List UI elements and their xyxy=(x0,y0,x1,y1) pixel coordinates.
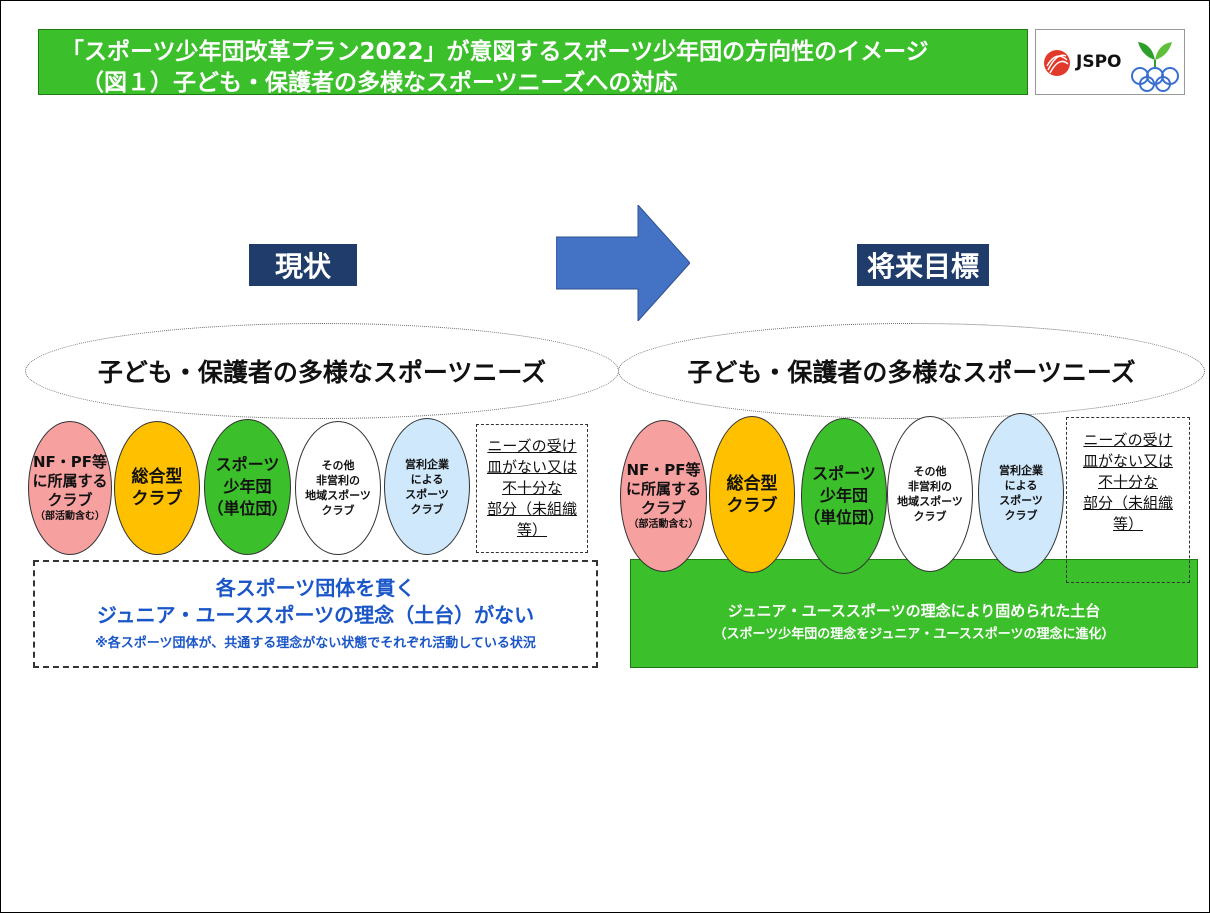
future-gap-box: ニーズの受け 皿がない又は 不十分な 部分（未組織 等） xyxy=(1066,417,1190,583)
future-label: 将来目標 xyxy=(857,244,989,286)
jspo-flame-icon xyxy=(1044,50,1070,76)
club-sublabel: （部活動含む） xyxy=(34,510,105,522)
current-needs-ellipse: 子ども・保護者の多様なスポーツニーズ xyxy=(25,323,619,419)
future-needs-ellipse: 子ども・保護者の多様なスポーツニーズ xyxy=(618,323,1205,419)
current-base-box: 各スポーツ団体を貫く ジュニア・ユーススポーツの理念（土台）がない ※各スポーツ… xyxy=(33,560,598,668)
title-line-1: 「スポーツ少年団改革プラン2022」が意図するスポーツ少年団の方向性のイメージ xyxy=(61,39,929,65)
current-label: 現状 xyxy=(249,244,357,286)
sprout-rings-icon xyxy=(1131,42,1179,92)
gap-text: ニーズの受け 皿がない又は 不十分な 部分（未組織 等） xyxy=(1082,430,1173,533)
club-sublabel: （部活動含む） xyxy=(628,518,699,530)
jspo-logo: JSPO xyxy=(1035,29,1185,95)
current-base-line-1: 各スポーツ団体を貫く xyxy=(215,576,416,600)
club-label: その他 非営利の 地域スポーツ クラブ xyxy=(897,465,963,523)
current-club-sogo: 総合型 クラブ xyxy=(114,421,200,555)
current-base-note: ※各スポーツ団体が、共通する理念がない状態でそれぞれ活動している状況 xyxy=(95,636,536,651)
current-gap-box: ニーズの受け 皿がない又は 不十分な 部分（未組織 等） xyxy=(476,424,588,553)
club-label: スポーツ 少年団 （単位団） xyxy=(803,464,884,527)
future-base-line-2: （スポーツ少年団の理念をジュニア・ユーススポーツの理念に進化） xyxy=(713,627,1115,642)
club-label: 総合型 クラブ xyxy=(726,473,778,516)
future-club-shonendan: スポーツ 少年団 （単位団） xyxy=(801,418,887,574)
future-base-line-1: ジュニア・ユーススポーツの理念により固められた土台 xyxy=(727,602,1101,620)
club-label: その他 非営利の 地域スポーツ クラブ xyxy=(305,459,371,517)
future-club-sogo: 総合型 クラブ xyxy=(709,416,795,573)
future-club-nf-pf: NF・PF等 に所属する クラブ（部活動含む） xyxy=(620,420,707,572)
club-label: NF・PF等 に所属する クラブ xyxy=(32,452,108,509)
current-base-line-2: ジュニア・ユーススポーツの理念（土台）がない xyxy=(96,603,535,627)
current-club-nf-pf: NF・PF等 に所属する クラブ（部活動含む） xyxy=(28,421,112,555)
club-label: 営利企業 による スポーツ クラブ xyxy=(999,464,1043,522)
future-club-nonprofit: その他 非営利の 地域スポーツ クラブ xyxy=(887,416,973,572)
club-label: スポーツ 少年団 （単位団） xyxy=(207,455,288,518)
title-bar: 「スポーツ少年団改革プラン2022」が意図するスポーツ少年団の方向性のイメージ … xyxy=(38,29,1028,96)
logo-text: JSPO xyxy=(1076,52,1122,72)
gap-text: ニーズの受け 皿がない又は 不十分な 部分（未組織 等） xyxy=(486,437,577,539)
future-club-commercial: 営利企業 による スポーツ クラブ xyxy=(978,413,1064,573)
right-arrow-icon xyxy=(556,205,690,321)
current-club-commercial: 営利企業 による スポーツ クラブ xyxy=(384,418,470,555)
club-label: 営利企業 による スポーツ クラブ xyxy=(405,457,449,516)
current-club-nonprofit: その他 非営利の 地域スポーツ クラブ xyxy=(295,421,381,555)
club-label: NF・PF等 に所属する クラブ xyxy=(625,460,701,517)
title-line-2: （図１）子ども・保護者の多様なスポーツニーズへの対応 xyxy=(81,70,678,96)
current-club-shonendan: スポーツ 少年団 （単位団） xyxy=(204,419,291,555)
club-label: 総合型 クラブ xyxy=(131,467,183,509)
